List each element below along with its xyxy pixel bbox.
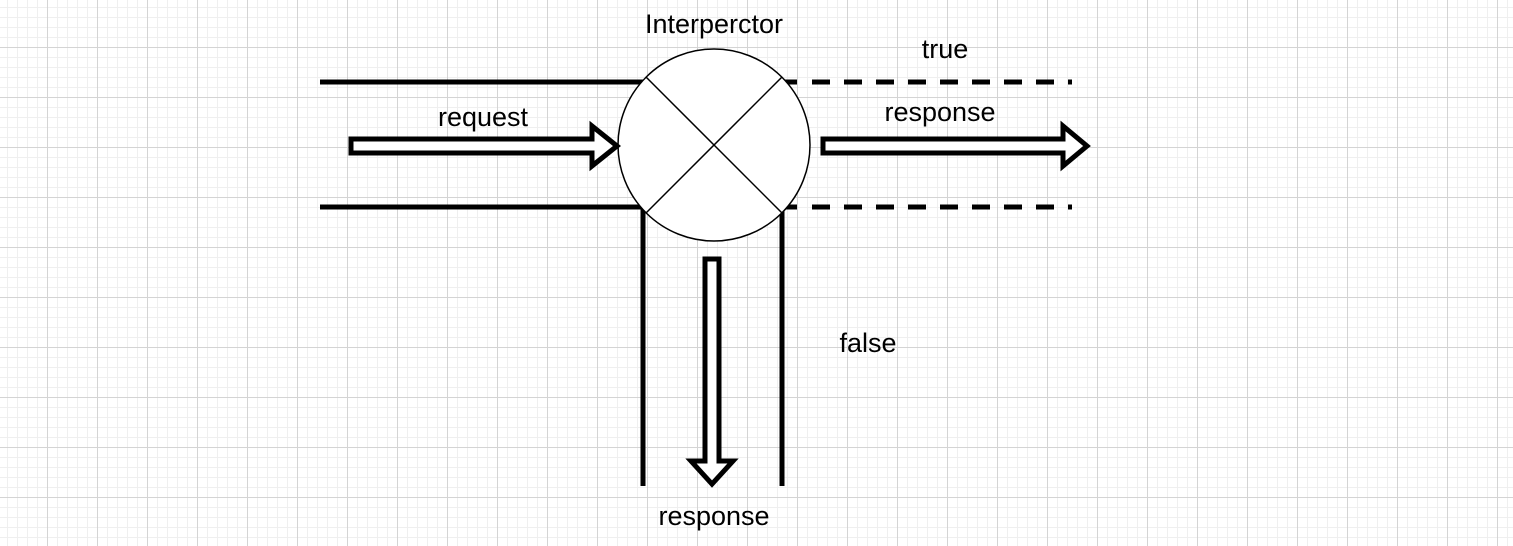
true-response-label: response [884, 97, 995, 127]
false-response-arrow [685, 256, 739, 488]
false-response-label: response [658, 501, 769, 531]
request-label: request [438, 102, 529, 132]
interceptor-label: Interperctor [645, 9, 783, 39]
request-arrow [348, 120, 622, 172]
true-label: true [922, 34, 969, 64]
false-label: false [839, 328, 896, 358]
interceptor-cross-line-b [645, 76, 783, 214]
true-response-arrow [820, 120, 1091, 172]
